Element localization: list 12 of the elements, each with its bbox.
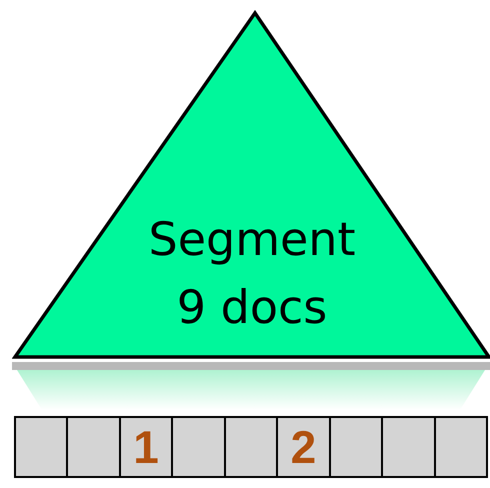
slot-cell <box>118 416 174 478</box>
slot-cell <box>276 416 331 478</box>
slot-number: 2 <box>290 424 316 470</box>
slot-cell <box>434 416 488 478</box>
slot-cell <box>328 416 384 478</box>
slot-cell <box>14 416 68 478</box>
slot-cell <box>171 416 226 478</box>
slot-cell <box>381 416 436 478</box>
slot-number: 1 <box>133 424 159 470</box>
slot-cell <box>66 416 121 478</box>
slot-cell <box>224 416 278 478</box>
doc-count: 9 docs <box>176 284 328 330</box>
